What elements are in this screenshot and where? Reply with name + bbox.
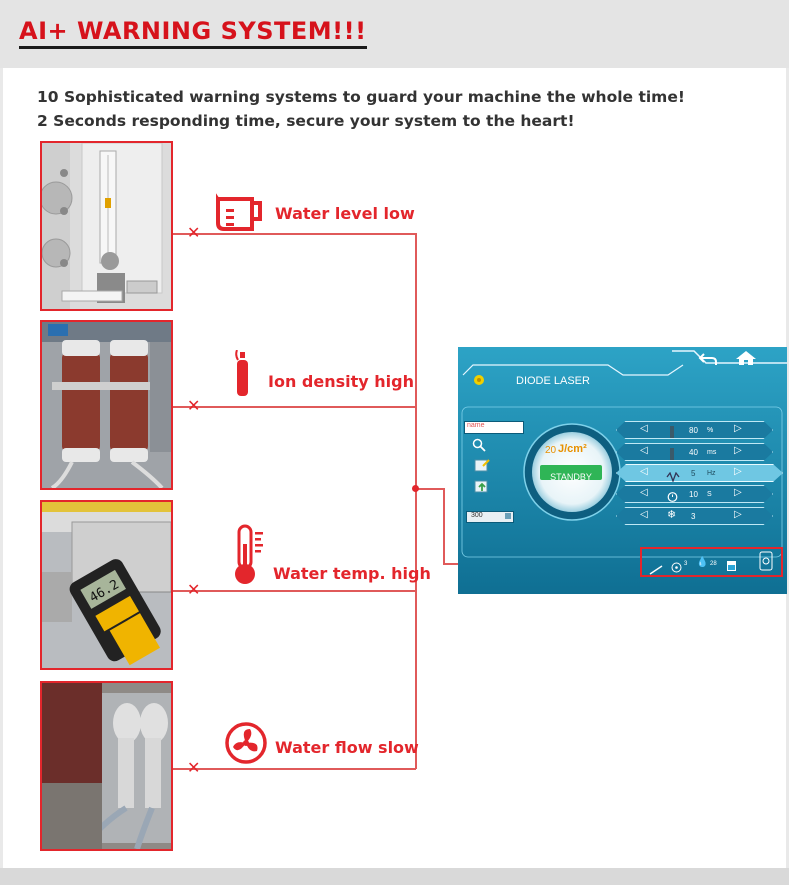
- fire-extinguisher-icon: [233, 349, 253, 402]
- param-row-cooling[interactable]: [616, 507, 773, 525]
- warning-label-water-level: Water level low: [275, 204, 415, 223]
- search-icon[interactable]: [472, 437, 486, 456]
- page-title: AI+ WARNING SYSTEM!!!: [19, 17, 367, 49]
- decrease-arrow-icon[interactable]: ◁: [640, 487, 648, 498]
- count-field-text: 300: [471, 512, 483, 519]
- alarm-status-icon: [759, 551, 773, 575]
- junction-dot: [412, 485, 419, 492]
- increase-arrow-icon[interactable]: ▷: [734, 487, 742, 498]
- header-banner: AI+ WARNING SYSTEM!!!: [0, 0, 789, 68]
- subtitle-line-2: 2 Seconds responding time, secure your s…: [37, 112, 575, 130]
- handpiece-icon: [649, 560, 663, 579]
- param-unit-width: ms: [707, 449, 717, 456]
- increase-arrow-icon[interactable]: ▷: [734, 423, 742, 434]
- param-value-width: 40: [689, 448, 698, 457]
- warning-label-ion-density: Ion density high: [268, 372, 414, 391]
- connector-trunk: [415, 233, 417, 769]
- ion-filter-photo: [40, 320, 173, 490]
- thermometer-gun-photo: 46.2: [40, 500, 173, 670]
- decrease-arrow-icon[interactable]: ◁: [640, 423, 648, 434]
- frequency-icon: [666, 467, 680, 486]
- warning-label-water-temp: Water temp. high: [273, 564, 431, 583]
- water-tank-status-icon: [725, 557, 739, 576]
- status-bar-highlight: [640, 547, 783, 577]
- increase-arrow-icon[interactable]: ▷: [734, 509, 742, 520]
- param-value-time: 10: [689, 490, 698, 499]
- count-field[interactable]: 300: [466, 511, 514, 523]
- param-value-power: 80: [689, 426, 698, 435]
- param-value-frequency: 5: [691, 469, 696, 478]
- handpiece-photo: [40, 681, 173, 851]
- standby-button-label: STANDBY: [550, 472, 592, 482]
- name-field[interactable]: name: [464, 421, 524, 434]
- param-unit-frequency: Hz: [707, 470, 716, 477]
- connector-line-3: [173, 590, 416, 592]
- water-temp-value: 28: [710, 561, 717, 567]
- thermometer-icon: [233, 524, 269, 590]
- load-icon[interactable]: [474, 478, 490, 497]
- subtitle-line-1: 10 Sophisticated warning systems to guar…: [37, 88, 685, 106]
- connector-line-2: [173, 406, 416, 408]
- name-field-text: name: [467, 422, 485, 429]
- x-mark-4: ✕: [187, 758, 201, 777]
- fan-status-icon: [671, 558, 682, 577]
- fan-level: 3: [684, 561, 688, 567]
- screen-title: DIODE LASER: [516, 375, 590, 387]
- param-unit-power: %: [707, 427, 714, 434]
- laser-control-screen: DIODE LASER name 300 20 J/cm² STANDBY ◁ …: [458, 347, 787, 594]
- param-unit-time: S: [707, 491, 712, 498]
- decrease-arrow-icon[interactable]: ◁: [640, 445, 648, 456]
- energy-unit: J/cm²: [558, 443, 587, 455]
- increase-arrow-icon[interactable]: ▷: [734, 466, 742, 477]
- flowmeter-photo: [40, 141, 173, 311]
- pulse-width-icon: [669, 445, 675, 464]
- param-row-time[interactable]: [616, 485, 773, 503]
- water-tank-icon: [212, 192, 264, 235]
- home-icon[interactable]: [735, 350, 757, 370]
- x-mark-2: ✕: [187, 396, 201, 415]
- param-row-frequency[interactable]: [616, 464, 783, 482]
- bottom-strip: [0, 868, 789, 885]
- count-field-slider[interactable]: [505, 513, 511, 519]
- save-icon[interactable]: [474, 457, 490, 476]
- water-drop-icon: 💧: [696, 557, 709, 568]
- energy-value: 20: [545, 445, 557, 456]
- param-value-cooling: 3: [691, 512, 696, 521]
- back-icon[interactable]: [698, 351, 718, 370]
- fan-icon: [224, 721, 268, 769]
- increase-arrow-icon[interactable]: ▷: [734, 445, 742, 456]
- standby-button[interactable]: STANDBY: [540, 465, 602, 482]
- connector-line-4: [173, 768, 416, 770]
- settings-dot-icon: [473, 371, 485, 390]
- decrease-arrow-icon[interactable]: ◁: [640, 509, 648, 520]
- pulse-bar-icon: [669, 423, 675, 442]
- connector-to-screen: [416, 488, 444, 490]
- connector-line-1: [173, 233, 416, 235]
- timer-icon: [667, 487, 678, 506]
- x-mark-1: ✕: [187, 223, 201, 242]
- param-row-power[interactable]: [616, 421, 773, 439]
- snowflake-icon: ❄: [667, 509, 677, 521]
- x-mark-3: ✕: [187, 580, 201, 599]
- warning-label-water-flow: Water flow slow: [275, 738, 419, 757]
- decrease-arrow-icon[interactable]: ◁: [640, 466, 648, 477]
- param-row-width[interactable]: [616, 443, 773, 461]
- connector-drop: [443, 488, 445, 564]
